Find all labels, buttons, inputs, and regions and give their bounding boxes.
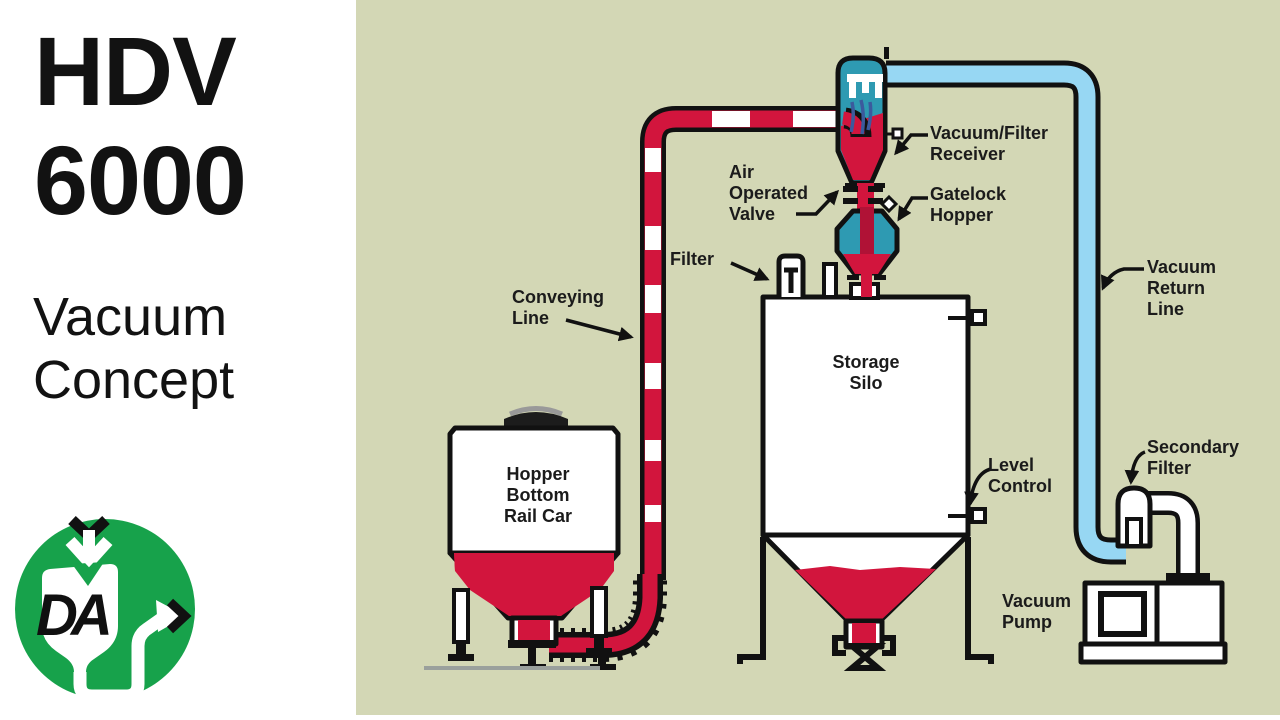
vacuum-filter-receiver bbox=[835, 47, 904, 188]
left-panel: HDV 6000 Vacuum Concept DA bbox=[0, 0, 356, 720]
label-level-control: Level Control bbox=[988, 455, 1052, 496]
level-sensor-upper bbox=[948, 309, 987, 326]
vacuum-pump bbox=[1078, 580, 1228, 665]
rail-car bbox=[447, 406, 621, 661]
brand-title: HDV 6000 bbox=[34, 17, 247, 235]
arrow-secondary-filter bbox=[1124, 450, 1146, 485]
company-logo: DA bbox=[15, 515, 195, 700]
flex-hose bbox=[424, 574, 667, 670]
vacuum-return-line-pipe bbox=[886, 60, 1126, 565]
logo-pipe bbox=[73, 611, 168, 700]
label-gatelock-hopper: Gatelock Hopper bbox=[930, 184, 1007, 225]
logo-arrow-overlap bbox=[70, 540, 108, 568]
storage-silo bbox=[737, 253, 994, 671]
arrow-level-control bbox=[964, 467, 992, 507]
logo-exit-chevron-icon bbox=[166, 598, 192, 634]
arrow-filter bbox=[730, 261, 770, 281]
label-conveying-line: Conveying Line bbox=[512, 287, 605, 328]
brand-subtitle: Vacuum Concept bbox=[33, 287, 235, 410]
diagram-art bbox=[356, 47, 1280, 720]
air-operated-valve bbox=[843, 183, 899, 214]
silo-top-stub bbox=[822, 262, 838, 299]
label-storage-silo: Storage Silo bbox=[832, 352, 900, 393]
label-vacuum-pump: Vacuum Pump bbox=[1002, 591, 1072, 632]
logo-hopper-notch bbox=[72, 562, 104, 586]
conveying-line-pipe bbox=[640, 106, 846, 580]
secondary-filter bbox=[1115, 485, 1153, 549]
logo-hopper-shape bbox=[42, 564, 118, 677]
logo-monogram: DA bbox=[36, 583, 109, 648]
arrow-vacuum-filter-receiver bbox=[894, 133, 928, 156]
arrow-vacuum-return-line bbox=[1100, 267, 1144, 291]
arrow-gatelock-hopper bbox=[897, 196, 928, 222]
label-vacuum-filter-receiver: Vacuum/Filter Receiver bbox=[930, 123, 1049, 164]
bottom-strip bbox=[356, 715, 1280, 720]
filter-vent bbox=[776, 253, 806, 297]
arrow-air-operated-valve bbox=[796, 189, 840, 216]
label-vacuum-return-line: Vacuum Return Line bbox=[1147, 257, 1217, 319]
level-sensor-lower bbox=[948, 507, 987, 524]
label-hopper-bottom-rail-car: Hopper Bottom Rail Car bbox=[503, 464, 573, 526]
diagram-panel: Vacuum/Filter Receiver Gatelock Hopper A… bbox=[356, 0, 1280, 720]
label-air-operated-valve: Air Operated Valve bbox=[729, 162, 809, 224]
annotation-arrows bbox=[565, 133, 1146, 507]
gatelock-hopper bbox=[834, 207, 900, 297]
label-filter: Filter bbox=[670, 249, 715, 269]
pump-inlet-pipe bbox=[1148, 491, 1210, 581]
logo-exit-arrow-icon bbox=[156, 600, 186, 632]
label-secondary-filter: Secondary Filter bbox=[1147, 437, 1240, 478]
arrow-conveying-line bbox=[565, 318, 634, 342]
